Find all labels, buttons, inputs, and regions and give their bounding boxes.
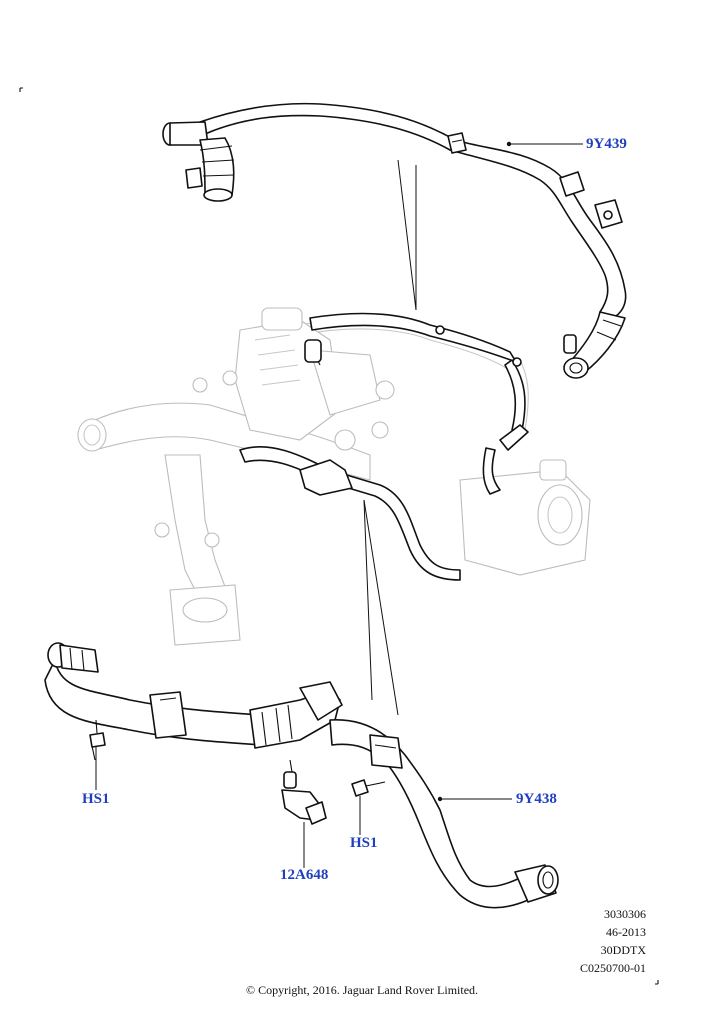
meta-line-4: C0250700-01 bbox=[580, 961, 646, 975]
copyright-notice: © Copyright, 2016. Jaguar Land Rover Lim… bbox=[245, 983, 479, 997]
callout-bolt-right: HS1 bbox=[350, 835, 378, 851]
callout-upper-pipe: 9Y439 bbox=[586, 136, 627, 152]
corner-mark-top bbox=[19, 87, 23, 92]
middle-hose-highlight bbox=[239, 312, 529, 581]
corner-mark-bottom bbox=[655, 980, 659, 985]
callout-sensor: 12A648 bbox=[280, 867, 329, 883]
meta-line-2: 46-2013 bbox=[606, 925, 646, 939]
lower-coolant-pipe bbox=[44, 642, 559, 909]
meta-line-1: 3030306 bbox=[604, 907, 646, 921]
engine-assembly-ghost bbox=[77, 307, 591, 646]
upper-coolant-pipe bbox=[162, 102, 627, 379]
meta-line-3: 30DDTX bbox=[600, 943, 646, 957]
callout-bolt-left: HS1 bbox=[82, 791, 110, 807]
temperature-sensor bbox=[281, 759, 327, 868]
bolt-right bbox=[351, 779, 386, 835]
leader-lines bbox=[363, 159, 417, 716]
bolt-left bbox=[89, 719, 106, 790]
callout-lower-pipe: 9Y438 bbox=[516, 791, 557, 807]
